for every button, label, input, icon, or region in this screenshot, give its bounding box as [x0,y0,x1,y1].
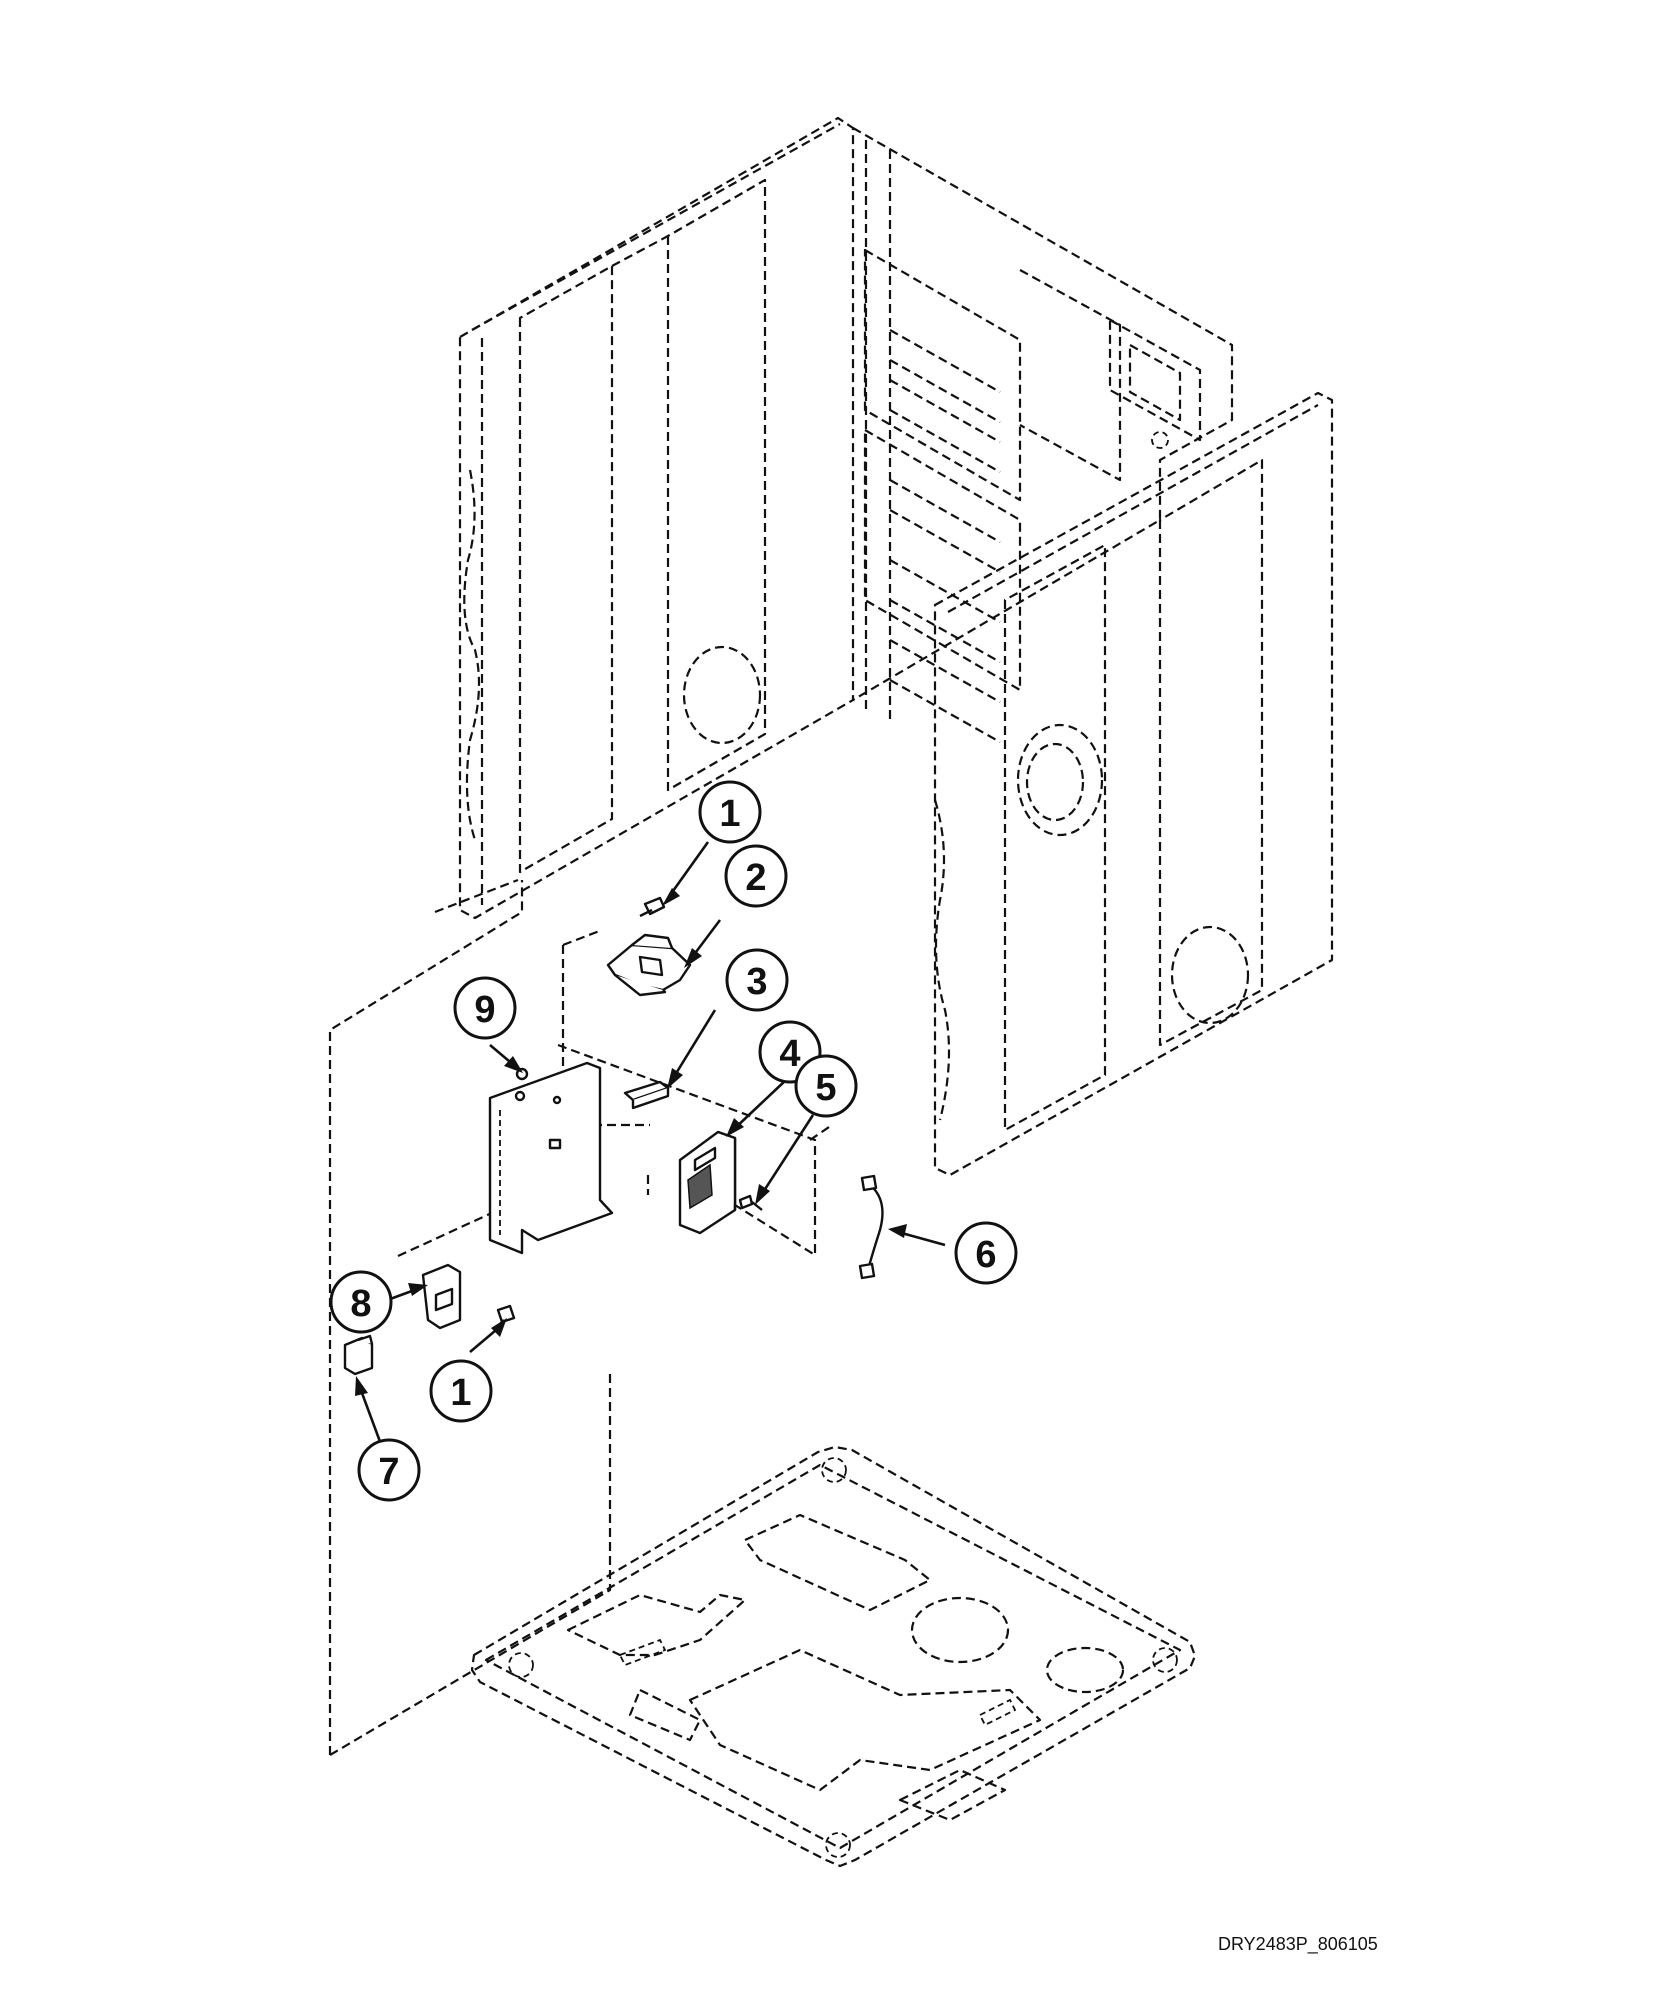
callout-part-3: 3 [725,948,789,1012]
wire-harness-part-6 [858,1174,884,1280]
callout-part-1-top: 1 [698,780,762,844]
dryer-cabinet [458,116,1334,1177]
svg-text:5: 5 [815,1067,836,1109]
assembly-guide-lines [328,878,833,1756]
svg-text:9: 9 [474,989,495,1031]
callout-part-5: 5 [794,1054,858,1118]
svg-text:8: 8 [350,1283,371,1325]
transformer-part-2 [606,933,692,997]
parts [343,896,884,1376]
callout-part-8: 8 [329,1270,393,1334]
control-board-part-4 [678,1130,737,1235]
leader-lines [355,841,946,1448]
switch-bracket-part-8 [421,1263,462,1330]
svg-text:1: 1 [719,793,740,835]
bracket-part-3 [623,1080,670,1110]
callout-part-6: 6 [954,1221,1018,1285]
svg-text:4: 4 [779,1033,800,1075]
mounting-bracket [488,1061,614,1255]
svg-text:2: 2 [745,857,766,899]
callout-part-9: 9 [453,976,517,1040]
callouts: 1 2 3 4 5 6 8 1 [329,780,1018,1502]
svg-text:3: 3 [746,961,767,1003]
screw-part-5 [738,1194,763,1211]
svg-text:7: 7 [378,1451,399,1493]
callout-part-7: 7 [357,1438,421,1502]
callout-part-1-bottom: 1 [429,1359,493,1423]
callout-part-2: 2 [724,844,788,908]
dryer-base [470,1445,1197,1868]
drawing-id-label: DRY2483P_806105 [1218,1934,1378,1954]
screw-part-1-top [639,896,666,918]
switch-part-7 [343,1334,374,1376]
svg-text:6: 6 [975,1234,996,1276]
svg-text:1: 1 [450,1372,471,1414]
